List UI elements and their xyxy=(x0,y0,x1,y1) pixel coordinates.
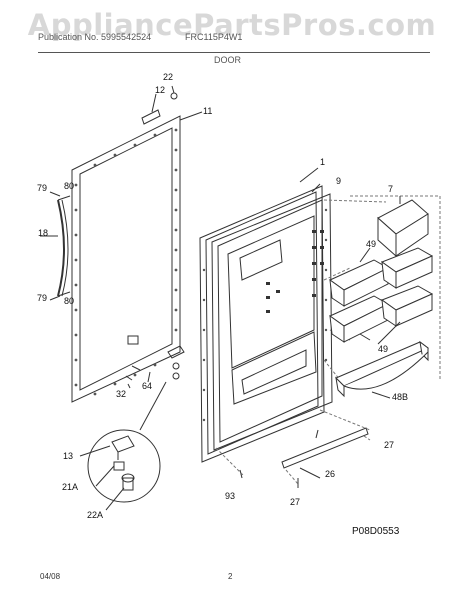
callout-12: 12 xyxy=(155,85,166,95)
callout-22: 22 xyxy=(163,72,174,82)
callout-80-bottom: 80 xyxy=(64,296,75,306)
door-bins xyxy=(329,247,434,343)
callout-13: 13 xyxy=(63,451,74,461)
door-handle xyxy=(40,195,71,297)
callout-32: 32 xyxy=(116,389,127,399)
footer-date: 04/08 xyxy=(40,572,61,581)
callout-48b: 48B xyxy=(392,392,409,402)
callout-18: 18 xyxy=(38,228,49,238)
callout-64: 64 xyxy=(142,381,153,391)
door-outer-panel xyxy=(71,115,181,403)
bottom-hinge-parts xyxy=(125,345,185,389)
watermark: AppliancePartsPros.com xyxy=(27,8,437,42)
callout-80-top: 80 xyxy=(64,181,75,191)
top-hinge-cover xyxy=(141,85,178,125)
model-number: FRC115P4W1 xyxy=(185,32,243,42)
callout-49-bottom: 49 xyxy=(378,344,389,354)
callout-21a: 21A xyxy=(62,482,79,492)
publication-number: Publication No. 5995542524 xyxy=(38,32,152,42)
callout-1: 1 xyxy=(320,157,326,167)
callout-93: 93 xyxy=(225,491,236,501)
callout-9: 9 xyxy=(336,176,342,186)
footer-page-number: 2 xyxy=(228,572,233,581)
callout-11: 11 xyxy=(203,106,213,116)
callout-49-top: 49 xyxy=(366,239,377,249)
header-rule xyxy=(38,52,430,53)
callout-27-bottom: 27 xyxy=(290,497,301,507)
hinge-detail-circle xyxy=(79,429,161,511)
door-gasket-and-liner xyxy=(199,185,333,463)
door-shelf-rail xyxy=(335,340,429,398)
drawing-code: P08D0553 xyxy=(352,526,400,537)
callout-79-top: 79 xyxy=(37,183,48,193)
callout-22a: 22A xyxy=(87,510,104,520)
callout-26: 26 xyxy=(325,469,336,479)
callout-27-right: 27 xyxy=(384,440,395,450)
shelf-bar xyxy=(281,427,369,479)
callout-7: 7 xyxy=(388,184,394,194)
butter-compartment xyxy=(377,196,429,258)
section-title: DOOR xyxy=(214,55,241,65)
callout-79-bottom: 79 xyxy=(37,293,48,303)
